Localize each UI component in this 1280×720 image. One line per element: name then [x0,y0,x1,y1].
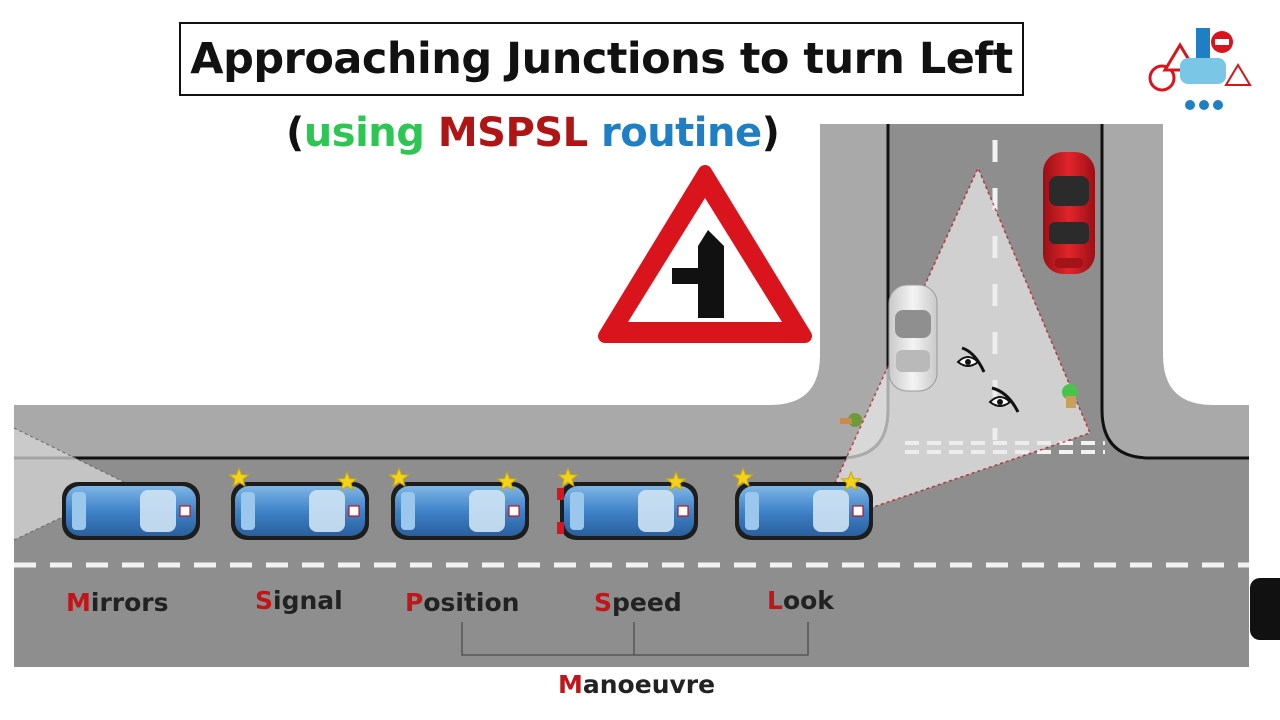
indicator-star-icon [496,470,518,492]
page-title: Approaching Junctions to turn Left [190,34,1013,84]
step-rest: irrors [90,588,169,617]
step-initial: P [405,588,424,617]
eyes-icon [956,346,1020,413]
subtitle-close-paren: ) [761,110,780,156]
look-vision-cone [813,166,1092,529]
indicator-star-icon [336,470,358,492]
step-initial: L [767,586,783,615]
step-rest: ignal [273,586,343,615]
subtitle: (using MSPSL routine) [286,110,780,156]
indicator-star-icon [388,466,410,488]
indicator-star-icon [840,470,862,492]
manoeuvre-label: Manoeuvre [558,670,715,699]
learner-car [732,466,873,540]
pedestrian-icon [840,413,862,427]
indicator-star-icon [228,466,250,488]
step-speed: Speed [594,588,682,617]
step-position: Position [405,588,519,617]
step-mirrors: Mirrors [66,588,169,617]
cyclist-icon [1062,384,1078,408]
learner-car [62,482,200,540]
indicator-star-icon [732,466,754,488]
step-rest: ook [782,586,834,615]
vehicle-edge [1250,578,1280,640]
manoeuvre-rest: anoeuvre [582,670,716,699]
step-signal: Signal [255,586,343,615]
indicator-star-icon [665,470,687,492]
logo-icon [1148,28,1252,110]
manoeuvre-initial: M [558,670,583,699]
step-initial: S [594,588,613,617]
red-car [1043,152,1095,274]
step-look: Look [767,586,834,615]
step-initial: M [66,588,91,617]
indicator-star-icon [557,466,579,488]
step-rest: peed [612,588,682,617]
subtitle-word-mspsl: MSPSL [437,110,588,156]
subtitle-word-using: using [303,110,425,156]
subtitle-word-routine: routine [601,110,762,156]
learner-car [388,466,529,540]
title-box: Approaching Junctions to turn Left [179,22,1024,96]
step-initial: S [255,586,274,615]
white-car [888,284,938,392]
side-road-left-warning-sign [598,165,812,343]
learner-car [228,466,369,540]
step-rest: osition [423,588,520,617]
manoeuvre-bracket [461,622,809,656]
subtitle-open-paren: ( [286,110,304,156]
learner-car [557,466,698,540]
learner-cars [62,466,873,540]
kerb-right [1100,124,1249,460]
